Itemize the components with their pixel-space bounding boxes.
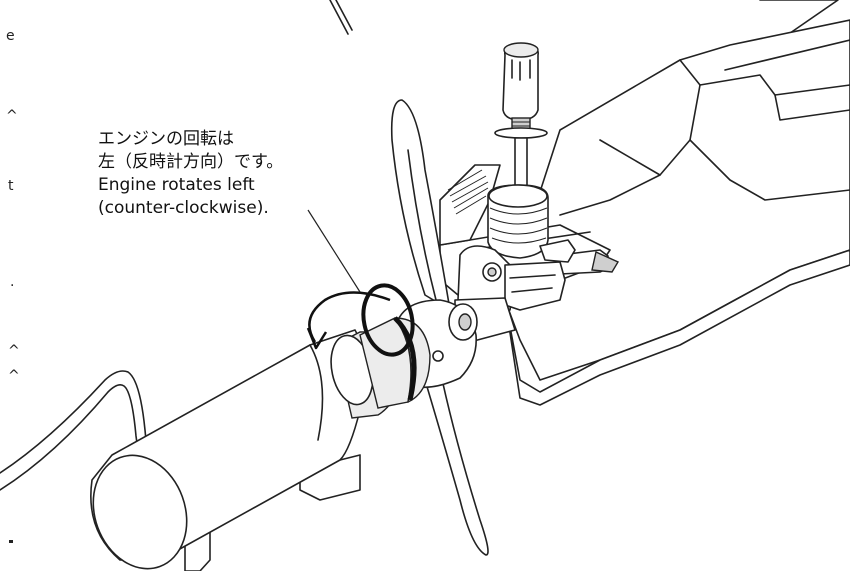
svg-text:^: ^ [8, 343, 20, 359]
propeller [390, 99, 489, 556]
top-rod-lines [329, 0, 839, 41]
callout-line-ja-1: エンジンの回転は [98, 129, 234, 149]
svg-text:t: t [8, 178, 14, 194]
engine-block [439, 164, 576, 343]
svg-text:^: ^ [8, 368, 20, 384]
svg-text:·: · [10, 278, 14, 294]
callout-line-ja-2: 左（反時計方向）です。 [98, 152, 284, 172]
electric-starter [0, 316, 431, 571]
rotation-callout: エンジンの回転は 左（反時計方向）です。 Engine rotates left… [98, 128, 283, 220]
callout-leader-line [307, 209, 361, 293]
svg-text:^: ^ [6, 108, 18, 124]
margin-fragments: e ^ t · ^ ^ [6, 28, 20, 543]
callout-line-en-2: (counter-clockwise). [98, 198, 269, 218]
car-body [504, 19, 850, 406]
glow-plug-igniter [494, 42, 548, 197]
rotation-arrow-icon [306, 283, 415, 357]
callout-line-en-1: Engine rotates left [98, 175, 255, 195]
svg-text:e: e [6, 28, 15, 44]
